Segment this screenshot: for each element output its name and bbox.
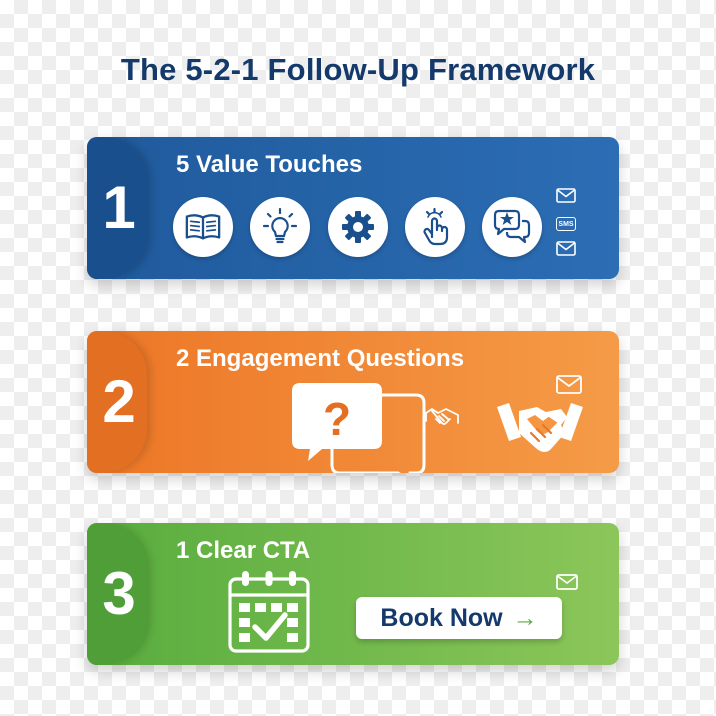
step-tab-2 xyxy=(87,331,147,473)
step-card-1: 1 5 Value Touches xyxy=(87,137,619,279)
step-tab-3 xyxy=(87,523,147,665)
book-now-label: Book Now xyxy=(380,603,503,632)
mail-icon xyxy=(556,188,576,203)
step-number-1: 1 xyxy=(102,174,136,241)
book-now-button[interactable]: Book Now → xyxy=(356,597,562,639)
sms-icon: SMS xyxy=(556,217,576,231)
step-tab-1 xyxy=(87,137,147,279)
mail-icon xyxy=(556,574,578,590)
question-speech-bubble-icon: ? xyxy=(292,383,426,473)
svg-text:?: ? xyxy=(323,393,351,445)
step-title-1: 5 Value Touches xyxy=(176,151,363,178)
star-chat-bubbles-icon xyxy=(482,197,542,257)
mail-icon xyxy=(556,375,582,394)
page-title: The 5-2-1 Follow-Up Framework xyxy=(120,52,596,87)
step-number-2: 2 xyxy=(102,368,136,435)
gear-icon xyxy=(328,197,388,257)
tap-hand-icon xyxy=(405,197,465,257)
lightbulb-icon xyxy=(250,197,310,257)
step-card-3: 3 1 Clear CTA Book Now → xyxy=(87,523,619,665)
step-card-2: 2 2 Engagement Questions ? xyxy=(87,331,619,473)
arrow-right-icon: → xyxy=(512,603,538,632)
mail-icon xyxy=(556,241,576,256)
step-number-3: 3 xyxy=(102,560,136,627)
open-book-icon xyxy=(173,197,233,257)
step-title-2: 2 Engagement Questions xyxy=(176,345,465,372)
handshake-icon xyxy=(497,403,583,452)
calendar-check-icon xyxy=(228,571,310,653)
step-title-3: 1 Clear CTA xyxy=(176,537,311,564)
small-handshake-icon xyxy=(425,408,459,425)
